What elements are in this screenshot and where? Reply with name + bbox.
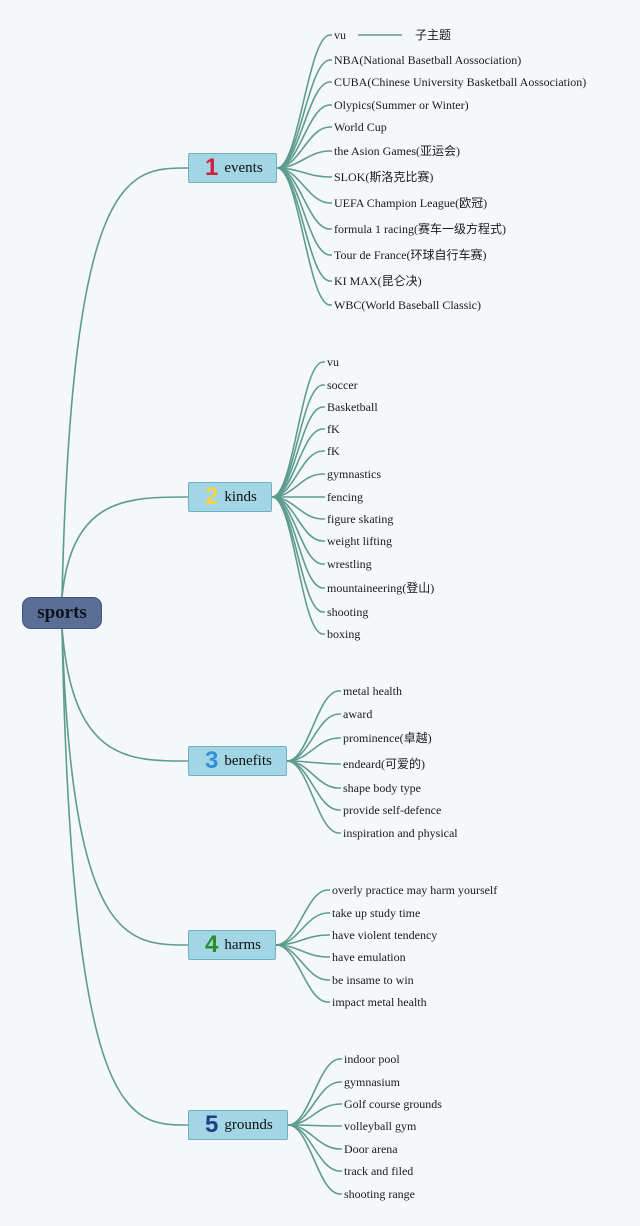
leaf-item[interactable]: fK [327, 422, 340, 436]
leaf-item[interactable]: impact metal health [332, 995, 427, 1009]
branch-label: grounds [224, 1116, 273, 1133]
branch-leaf-link [271, 406, 325, 498]
leaf-item[interactable]: be insame to win [332, 973, 414, 987]
root-branch-link [61, 626, 189, 946]
leaf-item[interactable]: prominence(卓越) [343, 731, 432, 745]
leaf-item[interactable]: fK [327, 444, 340, 458]
leaf-item[interactable]: vu [334, 28, 346, 42]
branch-leaf-link [286, 713, 341, 762]
branch-leaf-link [275, 934, 330, 946]
leaf-item[interactable]: weight lifting [327, 534, 392, 548]
branch-number: 1 [205, 154, 219, 181]
root-branch-link [61, 626, 189, 762]
leaf-item[interactable]: inspiration and physical [343, 826, 458, 840]
branch-leaf-link [287, 1081, 342, 1126]
leaf-item[interactable]: gymnastics [327, 467, 381, 481]
branch-number: 5 [205, 1111, 219, 1138]
branch-leaf-link [276, 167, 332, 306]
root-node[interactable]: sports [22, 597, 102, 629]
leaf-item[interactable]: gymnasium [344, 1075, 400, 1089]
leaf-item[interactable]: wrestling [327, 557, 372, 571]
branch-leaf-link [271, 496, 325, 635]
leaf-item[interactable]: have violent tendency [332, 928, 438, 942]
branch-node-benefits[interactable]: 3 benefits [188, 746, 287, 776]
branch-label: kinds [224, 488, 257, 505]
leaf-item[interactable]: WBC(World Baseball Classic) [334, 298, 482, 312]
branch-leaf-link [271, 450, 325, 498]
branch-leaf-link [287, 1058, 342, 1126]
root-label: sports [37, 602, 87, 623]
leaf-item[interactable]: KI MAX(昆仑决) [334, 274, 422, 288]
branch-node-events[interactable]: 1 events [188, 153, 277, 183]
leaf-item[interactable]: Door arena [344, 1142, 398, 1156]
leaf-item[interactable]: soccer [327, 378, 358, 392]
leaf-item[interactable]: shape body type [343, 781, 421, 795]
branch-number: 4 [205, 931, 219, 958]
leaf-item[interactable]: Olypics(Summer or Winter) [334, 98, 469, 112]
branch-leaf-link [286, 760, 341, 834]
branch-leaf-link [271, 496, 325, 613]
branch-number: 3 [205, 747, 219, 774]
leaf-item[interactable]: NBA(National Basetball Aossociation) [334, 53, 522, 67]
leaf-item[interactable]: CUBA(Chinese University Basketball Aosso… [334, 75, 587, 89]
leaf-item[interactable]: the Asion Games(亚运会) [334, 144, 460, 158]
leaf-item[interactable]: Golf course grounds [344, 1097, 442, 1111]
branch-number: 2 [205, 483, 219, 510]
root-branch-link [61, 496, 189, 598]
branch-leaf-link [276, 167, 332, 282]
branch-leaf-link [276, 150, 332, 169]
branch-leaf-link [271, 428, 325, 498]
leaf-item[interactable]: World Cup [334, 120, 387, 134]
leaf-item[interactable]: Basketball [327, 400, 378, 414]
branch-leaf-link [271, 384, 325, 498]
leaf-item[interactable]: take up study time [332, 906, 421, 920]
leaf-item[interactable]: endeard(可爱的) [343, 757, 425, 771]
branch-label: events [224, 159, 263, 176]
branch-leaf-link [286, 760, 341, 811]
branch-leaf-link [275, 889, 330, 946]
branch-leaf-link [271, 361, 325, 498]
branch-leaf-link [276, 104, 332, 169]
branch-leaf-link [271, 496, 325, 565]
leaf-item[interactable]: boxing [327, 627, 361, 641]
root-branch-link [61, 626, 189, 1126]
leaf-item[interactable]: metal health [343, 684, 402, 698]
branch-leaf-link [286, 690, 341, 762]
leaf-item[interactable]: shooting [327, 605, 369, 619]
leaf-item[interactable]: indoor pool [344, 1052, 400, 1066]
branch-node-kinds[interactable]: 2 kinds [188, 482, 272, 512]
leaf-item[interactable]: Tour de France(环球自行车赛) [334, 248, 487, 262]
branch-leaf-link [276, 81, 332, 169]
leaf-item[interactable]: UEFA Champion League(欧冠) [334, 196, 488, 210]
branch-leaf-link [275, 944, 330, 1003]
leaf-item[interactable]: provide self-defence [343, 803, 442, 817]
branch-leaf-link [276, 34, 332, 169]
branch-leaf-link [276, 126, 332, 169]
leaf-item[interactable]: figure skating [327, 512, 394, 526]
leaf-item[interactable]: SLOK(斯洛克比赛) [334, 170, 434, 184]
leaf-item[interactable]: have emulation [332, 950, 406, 964]
root-branch-link [61, 167, 189, 598]
branch-leaf-link [286, 737, 341, 762]
leaf-item[interactable]: mountaineering(登山) [327, 581, 435, 595]
leaf-item[interactable]: award [343, 707, 373, 721]
leaf-item[interactable]: shooting range [344, 1187, 415, 1201]
leaf-item[interactable]: vu [327, 355, 339, 369]
leaf-item[interactable]: formula 1 racing(赛车一级方程式) [334, 222, 506, 236]
branch-leaf-link [287, 1124, 342, 1195]
branch-node-harms[interactable]: 4 harms [188, 930, 276, 960]
subtopic-item[interactable]: 子主题 [415, 28, 452, 42]
branch-leaf-link [276, 59, 332, 169]
leaf-item[interactable]: volleyball gym [344, 1119, 417, 1133]
leaf-item[interactable]: track and filed [344, 1164, 414, 1178]
branch-node-grounds[interactable]: 5 grounds [188, 1110, 288, 1140]
branch-label: benefits [224, 752, 272, 769]
branch-leaf-link [271, 496, 325, 589]
branch-label: harms [224, 936, 262, 953]
leaf-item[interactable]: overly practice may harm yourself [332, 883, 498, 897]
leaf-item[interactable]: fencing [327, 490, 363, 504]
